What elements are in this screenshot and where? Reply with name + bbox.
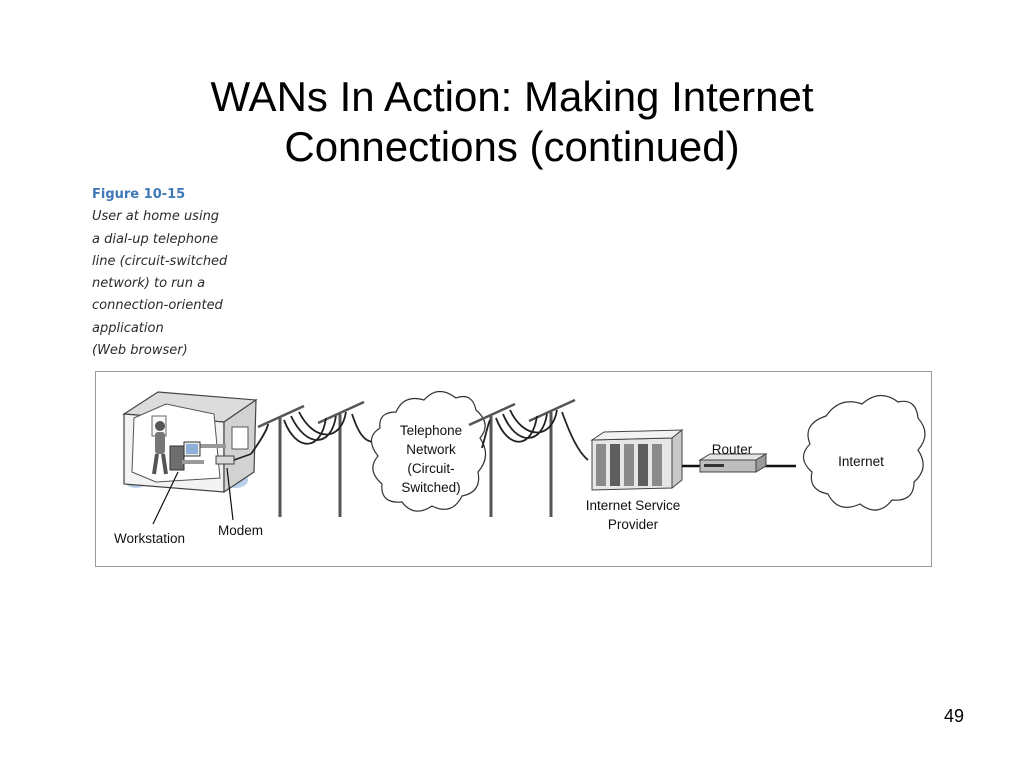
telephone-network-label-line: Telephone xyxy=(400,423,462,438)
caption-line: User at home using xyxy=(92,209,220,225)
workstation-label: Workstation xyxy=(114,531,185,546)
figure-caption: Figure 10-15 User at home using a dial-u… xyxy=(92,184,252,362)
person-icon xyxy=(152,421,168,475)
caption-line: network) to run a xyxy=(92,276,206,292)
caption-line: a dial-up telephone xyxy=(92,231,219,247)
network-diagram-canvas: Workstation Modem Telephone Network (Cir… xyxy=(114,390,926,546)
slide-title-line-1: WANs In Action: Making Internet xyxy=(210,73,814,121)
isp-label-line: Internet Service xyxy=(586,498,681,513)
isp-server-icon xyxy=(590,428,684,491)
modem-icon xyxy=(215,453,252,465)
modem-label: Modem xyxy=(218,523,263,538)
utility-poles-icon xyxy=(250,400,375,517)
caption-line: connection-oriented xyxy=(92,298,223,314)
page-number: 49 xyxy=(943,706,965,726)
internet-label: Internet xyxy=(838,454,884,469)
router-icon xyxy=(698,453,768,473)
caption-line: (Web browser) xyxy=(92,343,188,359)
workstation-icon xyxy=(169,441,204,471)
slide-title-line-2: Connections (continued) xyxy=(284,123,740,171)
isp-label-line: Provider xyxy=(608,517,659,532)
caption-line: line (circuit-switched xyxy=(92,253,228,269)
slide-title: WANs In Action: Making Internet Connecti… xyxy=(0,72,1024,172)
caption-line: application xyxy=(92,320,164,336)
internet-cloud: Internet xyxy=(802,394,926,511)
utility-poles-icon xyxy=(468,398,589,517)
telephone-network-label-line: Switched) xyxy=(401,480,460,495)
router-label: Router xyxy=(712,442,753,457)
figure-number: Figure 10-15 xyxy=(92,187,186,202)
telephone-network-label-line: Network xyxy=(406,442,456,457)
network-diagram: Workstation Modem Telephone Network (Cir… xyxy=(95,371,932,567)
telephone-network-cloud: Telephone Network (Circuit- Switched) xyxy=(370,390,487,512)
telephone-network-label-line: (Circuit- xyxy=(407,461,454,476)
